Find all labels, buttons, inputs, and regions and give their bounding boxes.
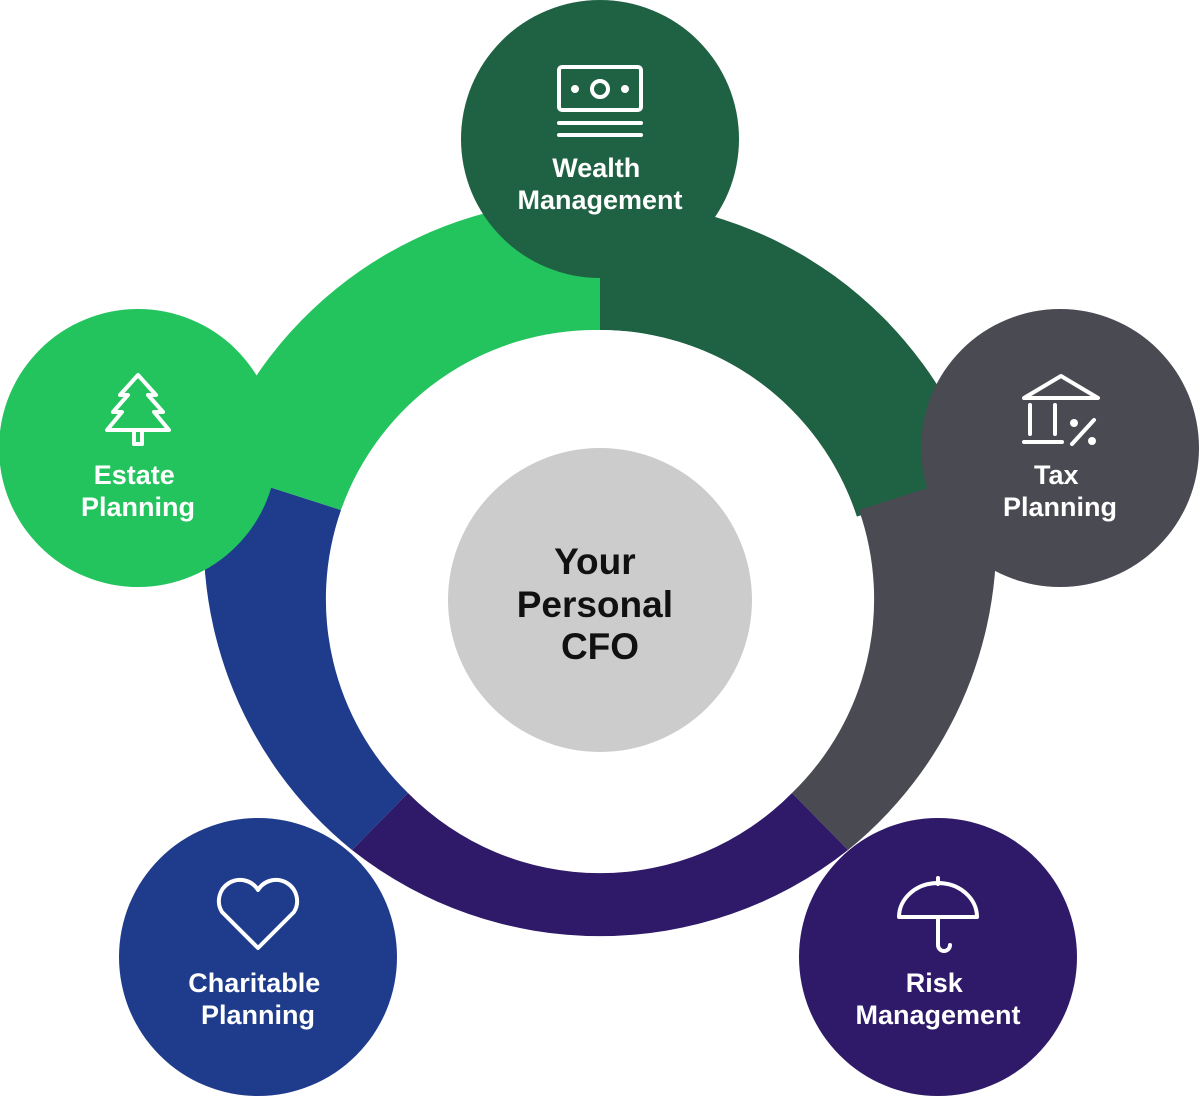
node-circle-charitable xyxy=(119,818,397,1096)
tree-icon xyxy=(105,373,171,446)
node-label-estate: Estate Planning xyxy=(81,460,195,522)
center-line-3: CFO xyxy=(561,626,639,667)
node-circle-tax xyxy=(921,309,1199,587)
node-wealth-management: Wealth Management xyxy=(461,0,739,278)
node-label-charitable: Charitable Planning xyxy=(188,968,328,1030)
node-label-wealth: Wealth Management xyxy=(517,153,682,215)
center-line-1: Your xyxy=(554,541,636,582)
node-label-risk: Risk Management xyxy=(855,968,1020,1030)
ring-segment-estate xyxy=(210,199,600,510)
node-circle-wealth xyxy=(461,0,739,278)
ring-segment-risk xyxy=(352,793,848,937)
center-label: Your Personal CFO xyxy=(517,541,684,667)
ring-segment-wealth xyxy=(600,200,981,517)
center-disc xyxy=(448,448,752,752)
ring xyxy=(203,199,997,937)
node-circle-risk xyxy=(799,818,1077,1096)
node-charitable-planning: Charitable Planning xyxy=(119,818,397,1096)
ring-segment-tax xyxy=(792,468,997,850)
node-label-tax: Tax Planning xyxy=(1003,460,1117,522)
node-tax-planning: Tax Planning xyxy=(921,309,1199,587)
center-line-2: Personal xyxy=(517,584,673,625)
node-risk-management: Risk Management xyxy=(799,818,1077,1096)
bank-percent-icon xyxy=(1022,374,1100,446)
node-circle-estate xyxy=(0,309,277,587)
ring-segment-charitable xyxy=(203,468,408,850)
money-icon xyxy=(557,65,643,137)
node-estate-planning: Estate Planning xyxy=(0,309,277,587)
heart-icon xyxy=(216,877,300,950)
umbrella-icon xyxy=(897,876,979,953)
